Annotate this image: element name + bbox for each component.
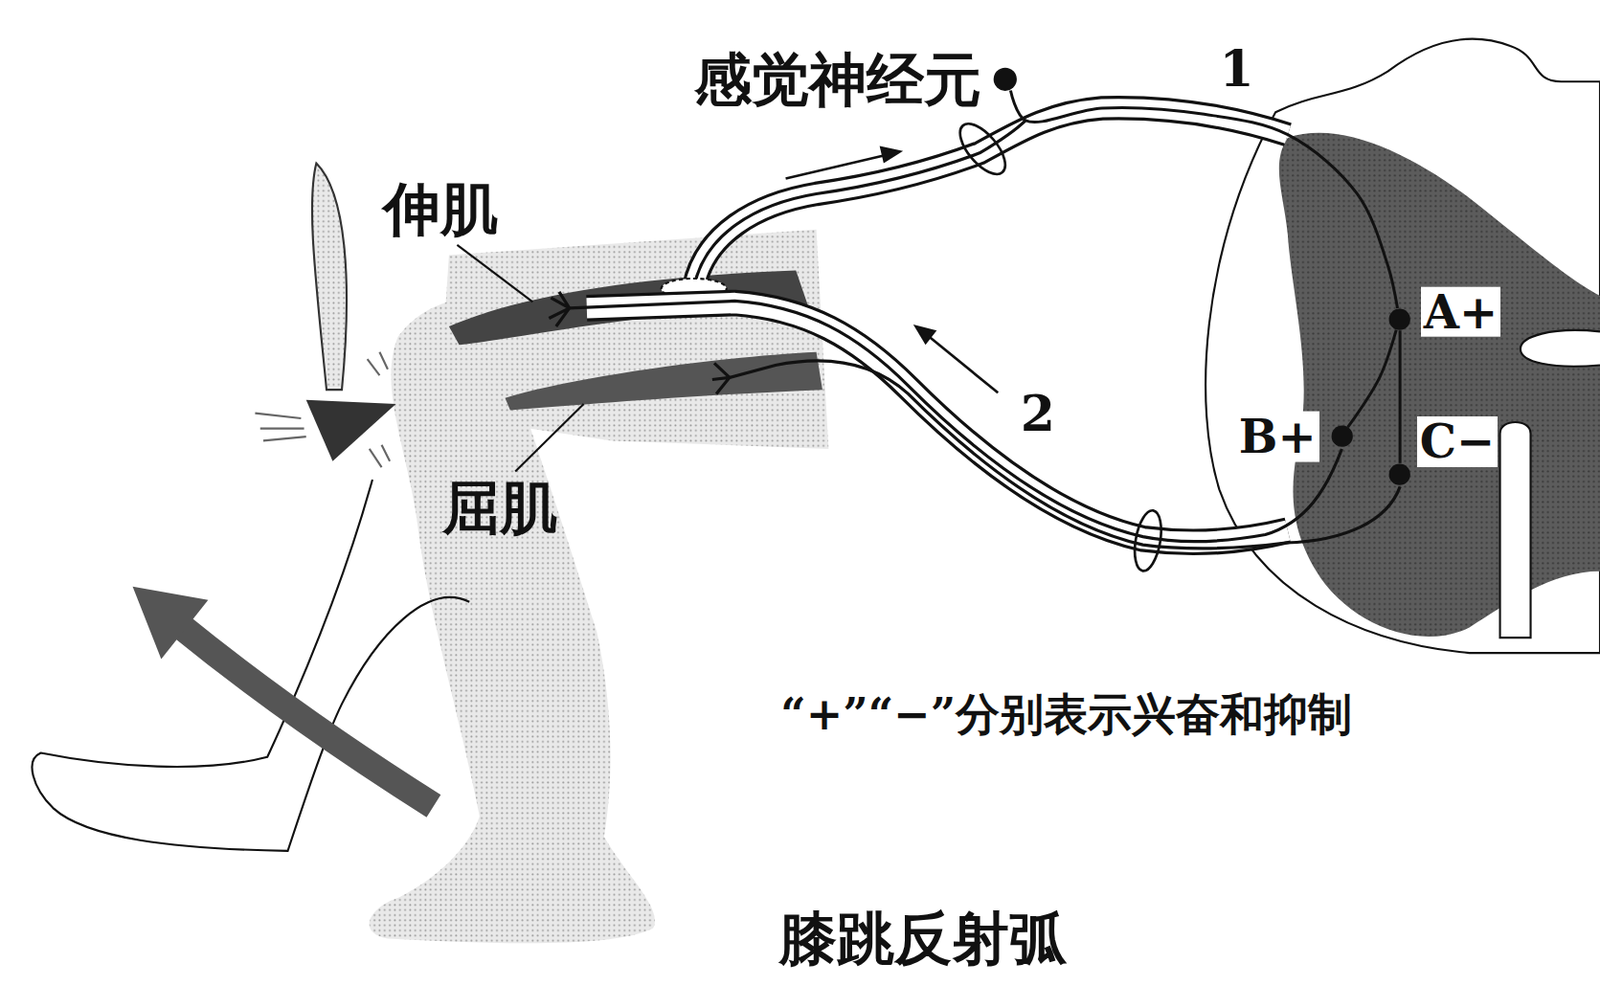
neuron-body-shape [1388, 308, 1411, 331]
nerve-connection [1398, 330, 1402, 464]
neuron-dot [993, 67, 1017, 91]
ventral-root-ring [1130, 508, 1166, 573]
flexor-leader [515, 404, 584, 472]
extensor-leader [456, 245, 533, 303]
flexor-muscle [505, 352, 823, 411]
nerve-connection [1348, 330, 1398, 429]
impact-marks [254, 352, 390, 468]
anterior-fissure [1500, 422, 1532, 638]
sensory-arrow-head [879, 145, 904, 163]
callout-number: 2 [1017, 385, 1059, 441]
neuron-dot [1330, 426, 1353, 448]
part-label: 伸肌 [383, 177, 498, 241]
neuron-label: C− [1417, 416, 1498, 468]
nerve-connection [1010, 90, 1398, 310]
neuron-dot [1389, 308, 1411, 330]
neuron-body-shape [1330, 425, 1353, 448]
callout-number: 1 [1216, 42, 1258, 97]
neuron-label: A+ [1420, 286, 1501, 338]
neuron-body-shape [992, 67, 1018, 92]
motor-direction-arrow [926, 335, 999, 394]
flexor-motor-fibre [729, 360, 1400, 549]
hammer-handle [312, 163, 347, 391]
extensor-motor-fibre [569, 300, 1343, 541]
extensor-ending [548, 292, 569, 327]
kicked-leg-outline [32, 479, 471, 852]
neuron-body: C− [1388, 463, 1411, 486]
gray-matter [1279, 133, 1600, 637]
neuron-label: B+ [1236, 411, 1320, 463]
neuron-body-shape [1388, 463, 1411, 486]
ganglion-ring [951, 116, 1014, 182]
neuron-label: 感觉神经元 [694, 47, 982, 112]
central-canal [1520, 330, 1600, 367]
note-text: “+”“−”分别表示兴奋和抑制 [777, 690, 1355, 740]
dorsal-root-tube-outline [694, 108, 1288, 289]
neuron-body: A+ [1388, 308, 1411, 331]
flexor-ending [712, 362, 730, 394]
sensory-direction-arrow [786, 155, 886, 180]
kick-arrow-head [133, 586, 209, 660]
dorsal-root-tube [694, 108, 1288, 289]
part-label: 屈肌 [442, 475, 558, 540]
motor-arrow-head [913, 324, 938, 345]
caption: 膝跳反射弧 [779, 906, 1067, 970]
neuron-body: B+ [1330, 425, 1353, 448]
sensory-fibre [694, 120, 1026, 289]
kick-arrow-shaft [178, 624, 433, 807]
neuron-body: 感觉神经元 [992, 67, 1018, 92]
hammer-head [306, 400, 397, 462]
neuron-dot [1389, 463, 1411, 485]
